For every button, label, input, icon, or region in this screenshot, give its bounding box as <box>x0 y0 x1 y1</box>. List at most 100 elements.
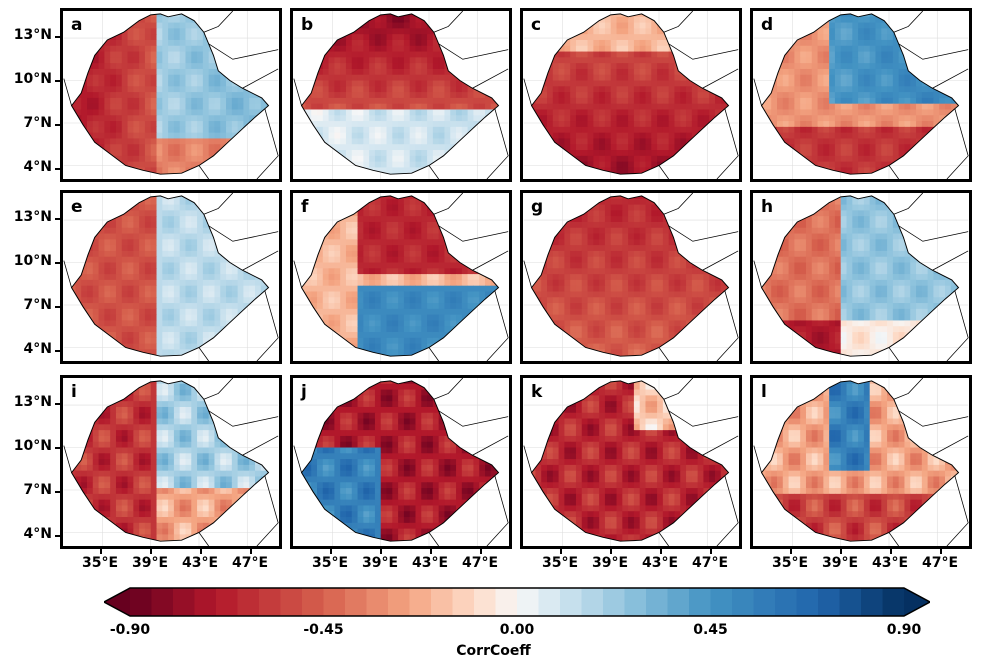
colorbar-segment <box>689 588 711 616</box>
colorbar-segment <box>474 588 496 616</box>
map-canvas <box>63 193 279 361</box>
lon-tick-mark <box>480 549 482 554</box>
panel-label: e <box>71 197 83 217</box>
lon-tick-mark <box>380 549 382 554</box>
lat-tick-label: 13°N <box>13 27 52 43</box>
map-canvas <box>293 378 509 546</box>
colorbar-segment <box>194 588 217 616</box>
lon-tick-label: 43°E <box>641 555 679 571</box>
panel-label: f <box>301 197 309 217</box>
colorbar-tick-label: 0.45 <box>693 622 728 638</box>
colorbar-tick-label: -0.45 <box>303 622 344 638</box>
map-panel-c: c <box>520 8 742 182</box>
country-outline <box>300 380 500 542</box>
lat-tick-mark <box>55 350 60 352</box>
lon-tick-mark <box>330 549 332 554</box>
correlation-field <box>71 195 269 357</box>
lon-tick-label: 43°E <box>871 555 909 571</box>
map-canvas <box>293 193 509 361</box>
colorbar-segment <box>517 588 539 616</box>
lon-tick-mark <box>710 549 712 554</box>
lat-tick-label: 4°N <box>23 159 52 175</box>
colorbar-segment <box>624 588 647 616</box>
correlation-field <box>761 13 959 175</box>
colorbar-segment <box>130 588 152 616</box>
lat-tick-label: 4°N <box>23 341 52 357</box>
colorbar-title: CorrCoeff <box>456 643 531 659</box>
colorbar-tick-label: -0.90 <box>109 622 151 638</box>
colorbar-segment <box>495 588 518 616</box>
colorbar-segment <box>323 588 346 616</box>
lat-tick-label: 7°N <box>23 297 52 313</box>
colorbar-segment <box>753 588 776 616</box>
lat-tick-label: 10°N <box>13 438 52 454</box>
lon-tick-label: 47°E <box>921 555 959 571</box>
colorbar-segment <box>452 588 475 616</box>
map-canvas <box>753 11 969 179</box>
map-canvas <box>63 11 279 179</box>
map-panel-b: b <box>290 8 512 182</box>
lon-tick-label: 47°E <box>691 555 729 571</box>
lon-tick-mark <box>150 549 152 554</box>
lon-tick-mark <box>200 549 202 554</box>
colorbar-tick-label: 0.90 <box>886 622 922 638</box>
country-outline <box>530 13 730 175</box>
colorbar-segment <box>345 588 367 616</box>
correlation-field <box>531 380 729 542</box>
colorbar-segment <box>839 588 862 616</box>
colorbar-segment <box>216 588 238 616</box>
lon-tick-mark <box>660 549 662 554</box>
colorbar-tick-label: 0.00 <box>499 622 535 638</box>
map-panel-l: l <box>750 375 972 549</box>
map-panel-a: a <box>60 8 282 182</box>
colorbar-segment <box>603 588 625 616</box>
lat-tick-mark <box>55 80 60 82</box>
panel-label: j <box>301 382 307 402</box>
colorbar-segment <box>646 588 668 616</box>
panel-label: l <box>761 382 767 402</box>
lon-tick-label: 35°E <box>541 555 579 571</box>
correlation-field <box>71 380 269 542</box>
map-canvas <box>753 378 969 546</box>
map-panel-g: g <box>520 190 742 364</box>
panel-label: d <box>761 15 774 35</box>
colorbar-extend-max <box>904 588 930 616</box>
colorbar-segment <box>280 588 303 616</box>
lon-tick-label: 35°E <box>81 555 119 571</box>
colorbar-segment <box>667 588 690 616</box>
map-canvas <box>523 11 739 179</box>
lon-tick-mark <box>790 549 792 554</box>
panel-label: k <box>531 382 543 402</box>
colorbar-segment <box>710 588 733 616</box>
colorbar-segment <box>861 588 883 616</box>
country-outline <box>70 380 270 542</box>
colorbar-segment <box>775 588 797 616</box>
lon-tick-label: 35°E <box>311 555 349 571</box>
lon-tick-mark <box>890 549 892 554</box>
lat-tick-mark <box>55 491 60 493</box>
lat-tick-mark <box>55 262 60 264</box>
map-panel-j: j <box>290 375 512 549</box>
lon-tick-mark <box>430 549 432 554</box>
lon-tick-label: 39°E <box>361 555 399 571</box>
panel-label: a <box>71 15 83 35</box>
correlation-field <box>301 380 499 542</box>
map-canvas <box>293 11 509 179</box>
country-outline <box>300 13 500 175</box>
lon-tick-mark <box>840 549 842 554</box>
lat-tick-mark <box>55 218 60 220</box>
correlation-field <box>761 195 959 357</box>
lat-tick-mark <box>55 36 60 38</box>
lat-tick-label: 4°N <box>23 526 52 542</box>
colorbar-segment <box>259 588 281 616</box>
colorbar-segment <box>151 588 174 616</box>
colorbar-segment <box>173 588 195 616</box>
lon-tick-label: 35°E <box>771 555 809 571</box>
correlation-field <box>301 195 499 357</box>
correlation-field <box>531 195 729 357</box>
colorbar-segment <box>388 588 410 616</box>
map-canvas <box>523 193 739 361</box>
country-outline <box>530 380 730 542</box>
correlation-field <box>301 13 499 175</box>
colorbar-segment <box>818 588 840 616</box>
